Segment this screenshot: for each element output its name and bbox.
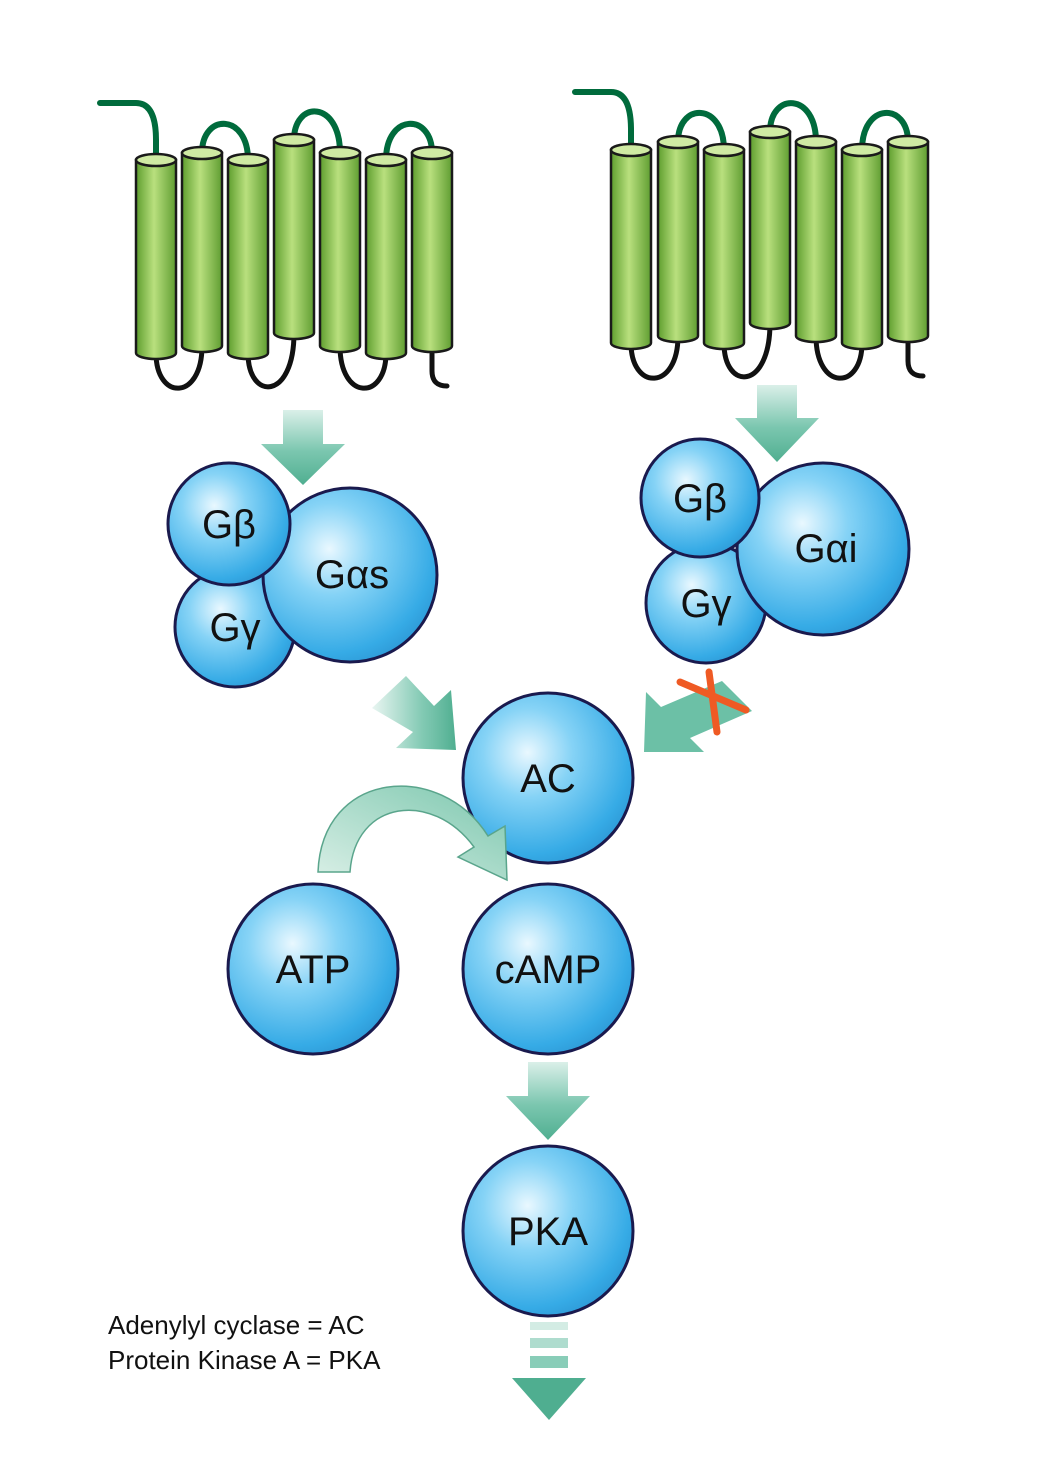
- extracellular-loop: [383, 120, 435, 163]
- intracellular-loop: [721, 320, 773, 380]
- gi-protein-complex: Gβ Gγ Gαi: [639, 437, 911, 665]
- g-alpha-i-label: Gαi: [794, 527, 857, 571]
- n-terminus: [97, 100, 159, 163]
- downstream-arrow-icon: [512, 1322, 586, 1420]
- ac-label: AC: [520, 757, 576, 801]
- atp-node: ATP: [226, 882, 400, 1056]
- intracellular-loop: [628, 333, 681, 381]
- transmembrane-helix: [318, 145, 362, 354]
- n-terminus: [572, 89, 634, 153]
- gpcr-receptor-icon: [572, 89, 930, 381]
- transmembrane-helix: [410, 145, 454, 354]
- arrow-down-icon: [506, 1062, 590, 1140]
- g-alpha-i-node: [735, 461, 911, 637]
- transmembrane-helix: [226, 152, 270, 361]
- extracellular-loop: [199, 120, 251, 163]
- stimulation-arrow-icon: [372, 676, 456, 750]
- transmembrane-helix: [794, 134, 838, 344]
- intracellular-loop: [337, 343, 389, 391]
- c-terminus: [429, 343, 450, 389]
- g-beta-right-node: [639, 437, 761, 559]
- extracellular-loop: [291, 108, 343, 156]
- pka-label: PKA: [508, 1210, 588, 1254]
- transmembrane-helix: [840, 142, 884, 351]
- arrow-down-icon: [735, 385, 819, 462]
- intracellular-loop: [813, 333, 865, 381]
- transmembrane-helix: [272, 132, 316, 341]
- atp-label: ATP: [276, 948, 351, 992]
- inhibition-x-icon: [676, 668, 750, 736]
- arrow-down-icon: [261, 410, 345, 485]
- extracellular-loop: [675, 110, 727, 153]
- gs-protein-complex: Gβ Gγ Gαs: [166, 461, 439, 689]
- camp-node: cAMP: [461, 882, 635, 1056]
- transmembrane-helix: [134, 152, 178, 361]
- extracellular-loop: [859, 110, 911, 153]
- intracellular-loop: [153, 343, 205, 391]
- transmembrane-helix: [180, 145, 224, 354]
- intracellular-loop: [245, 330, 297, 390]
- pka-node: PKA: [461, 1144, 635, 1318]
- legend-line-ac: Adenylyl cyclase = AC: [108, 1310, 365, 1340]
- g-beta-left-label: Gβ: [202, 503, 256, 547]
- g-alpha-s-label: Gαs: [315, 553, 389, 597]
- transmembrane-helix: [656, 134, 700, 344]
- transmembrane-helix: [364, 152, 408, 361]
- g-beta-left-node: [166, 461, 292, 587]
- g-gamma-right-label: Gγ: [680, 582, 731, 626]
- g-gamma-left-label: Gγ: [209, 606, 260, 650]
- g-beta-right-label: Gβ: [673, 477, 727, 521]
- transmembrane-helix: [886, 134, 930, 344]
- legend-line-pka: Protein Kinase A = PKA: [108, 1345, 381, 1375]
- gpcr-receptor-icon: [97, 100, 454, 391]
- legend: Adenylyl cyclase = AC Protein Kinase A =…: [108, 1310, 381, 1375]
- adenylyl-cyclase-node: AC: [461, 691, 635, 865]
- extracellular-loop: [767, 100, 819, 145]
- transmembrane-helix: [702, 142, 746, 351]
- transmembrane-helix: [609, 142, 653, 351]
- c-terminus: [905, 333, 926, 379]
- camp-label: cAMP: [495, 948, 602, 992]
- curved-arrow-icon: [317, 785, 508, 882]
- transmembrane-helix: [748, 124, 792, 331]
